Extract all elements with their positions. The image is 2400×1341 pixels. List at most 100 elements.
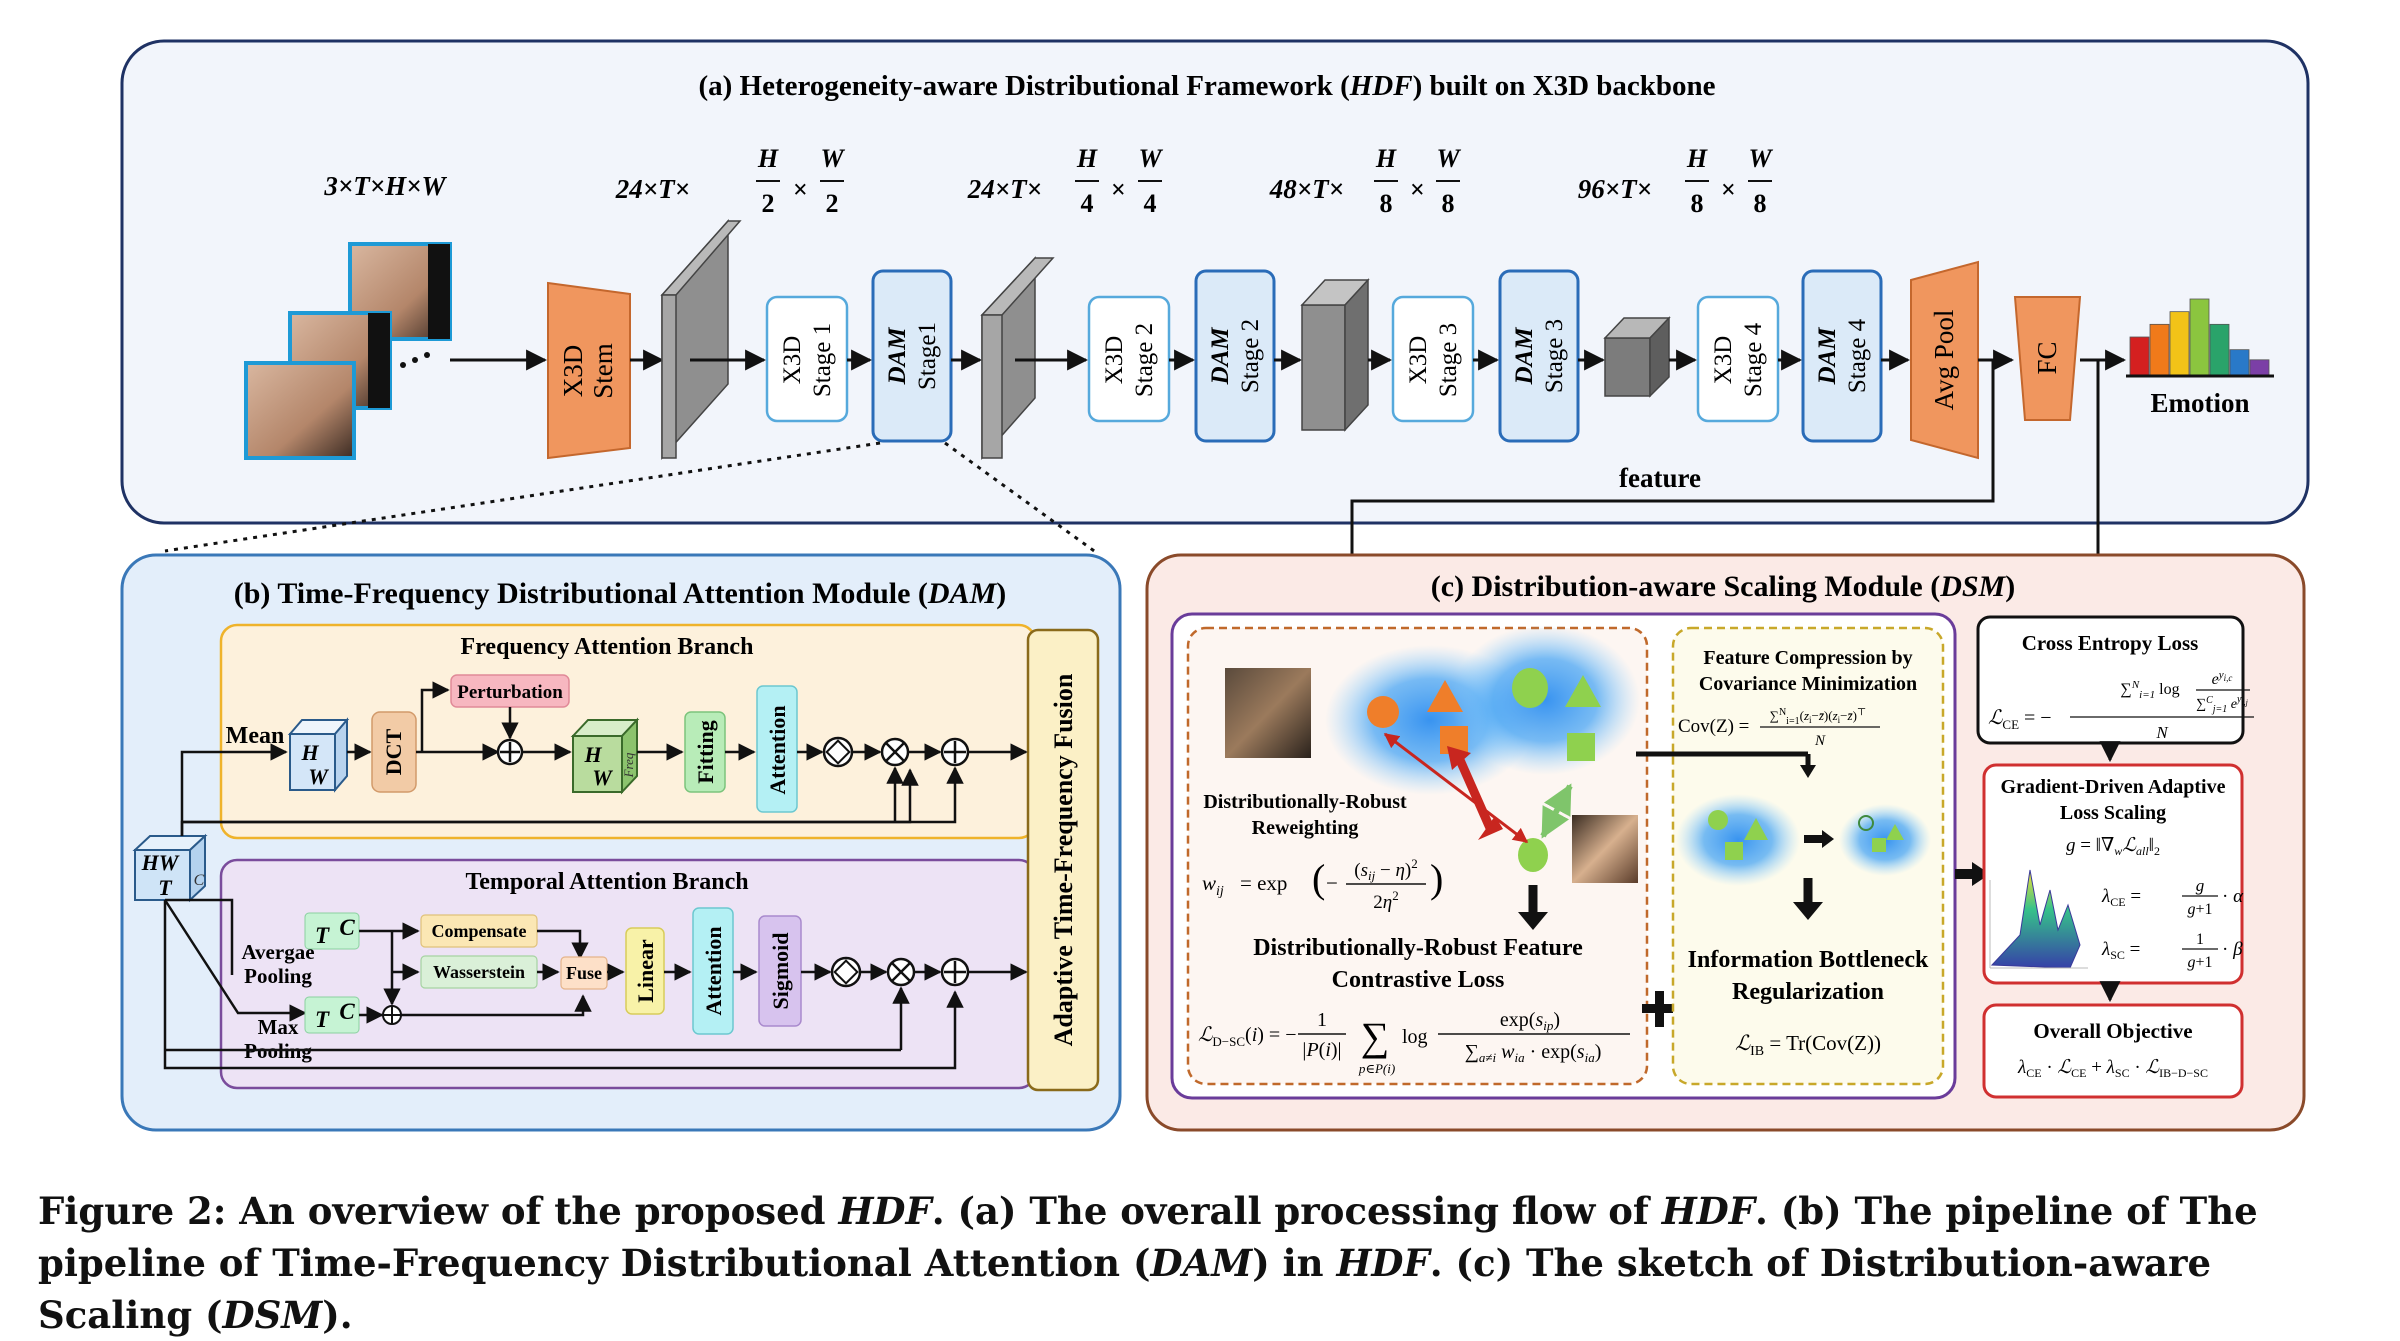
svg-text:Fuse: Fuse bbox=[566, 963, 602, 983]
overall-objective-box: Overall Objective λCE · ℒCE + λSC · ℒIB−… bbox=[1982, 1003, 2244, 1099]
svg-text:wij: wij bbox=[1202, 871, 1224, 899]
activation-node-temp bbox=[830, 956, 862, 988]
svg-text:Avg Pool: Avg Pool bbox=[1929, 310, 1959, 411]
compensate-block: Compensate bbox=[420, 914, 538, 948]
svg-text:T: T bbox=[158, 875, 173, 900]
dim-label-3: 48×T× H 8 × W 8 bbox=[1269, 144, 1462, 218]
fitting-block: Fitting bbox=[684, 711, 726, 793]
svg-text:H: H bbox=[300, 740, 319, 765]
svg-text:|P(i)|: |P(i)| bbox=[1302, 1039, 1341, 1061]
svg-text:H: H bbox=[757, 144, 779, 173]
frequency-branch-title: Frequency Attention Branch bbox=[461, 634, 754, 660]
fuse-block: Fuse bbox=[560, 956, 608, 990]
linear-block: Linear bbox=[625, 927, 665, 1015]
svg-text:∑Ni=1(zi−z̄)(zi−z̄)⊤: ∑Ni=1(zi−z̄)(zi−z̄)⊤ bbox=[1770, 707, 1867, 727]
svg-text:(sij − η)2: (sij − η)2 bbox=[1354, 856, 1417, 883]
svg-text:1: 1 bbox=[1317, 1009, 1327, 1031]
figure-caption: Figure 2: An overview of the proposed HD… bbox=[38, 1189, 2258, 1337]
svg-text:ℒD−SC(i) = −: ℒD−SC(i) = − bbox=[1198, 1024, 1296, 1049]
svg-text:∑a≠i wia · exp(sia): ∑a≠i wia · exp(sia) bbox=[1465, 1041, 1602, 1065]
stage-dam-4: DAM Stage 4 bbox=[1801, 269, 1883, 443]
svg-text:Stage1: Stage1 bbox=[914, 322, 941, 390]
svg-text:DAM: DAM bbox=[884, 327, 911, 386]
dim-label-1: 24×T× H 2 × W 2 bbox=[615, 144, 846, 218]
svg-text:H: H bbox=[1375, 144, 1397, 173]
emotion-bar bbox=[2149, 323, 2170, 376]
svg-text:2η2: 2η2 bbox=[1373, 888, 1398, 913]
dr-weight-formula: wij = exp ( − (sij − η)2 2η2 ) bbox=[1202, 856, 1443, 913]
x3d-stem-block: X3D Stem bbox=[547, 281, 631, 460]
svg-text:24×T×: 24×T× bbox=[615, 174, 690, 204]
compression-blobs bbox=[1676, 794, 1931, 886]
feature-map-3 bbox=[1300, 278, 1370, 432]
input-dim-label: 3×T×H×W bbox=[323, 171, 447, 201]
svg-text:ℒCE = −: ℒCE = − bbox=[1988, 707, 2052, 732]
svg-text:W: W bbox=[1138, 144, 1163, 173]
avg-pool-block: Avg Pool bbox=[1910, 260, 1979, 460]
add-node-freq-1 bbox=[496, 738, 524, 766]
face-thumb-2 bbox=[1572, 815, 1638, 883]
svg-text:X3D: X3D bbox=[779, 336, 806, 385]
input-cube: HW T C bbox=[132, 833, 208, 903]
svg-text:(: ( bbox=[1312, 856, 1325, 901]
svg-text:8: 8 bbox=[1691, 189, 1704, 218]
svg-text:log: log bbox=[1402, 1026, 1428, 1048]
svg-text:Stage 3: Stage 3 bbox=[1541, 319, 1568, 393]
svg-text:W: W bbox=[1436, 144, 1461, 173]
svg-text:Cov(Z) =: Cov(Z) = bbox=[1678, 716, 1749, 737]
svg-text:Perturbation: Perturbation bbox=[457, 682, 563, 703]
svg-text:8: 8 bbox=[1754, 189, 1767, 218]
emotion-bar bbox=[2129, 336, 2150, 376]
max-pooling-tc: T C bbox=[304, 996, 360, 1034]
temporal-branch-title: Temporal Attention Branch bbox=[465, 869, 748, 895]
feature-map-2 bbox=[980, 256, 1055, 460]
feature-map-1 bbox=[660, 219, 742, 460]
svg-text:W: W bbox=[1748, 144, 1773, 173]
face-thumb-1 bbox=[1225, 668, 1311, 758]
svg-text:Overall Objective: Overall Objective bbox=[2033, 1019, 2192, 1043]
mean-label: Mean bbox=[226, 723, 285, 749]
freq-input-cube: H W bbox=[287, 717, 350, 793]
svg-text:2: 2 bbox=[826, 189, 839, 218]
fc-block: FC bbox=[2013, 296, 2082, 421]
attention-block-temp: Attention bbox=[692, 907, 734, 1035]
svg-text:24×T×: 24×T× bbox=[967, 174, 1042, 204]
svg-text:8: 8 bbox=[1380, 189, 1393, 218]
svg-text:): ) bbox=[1430, 856, 1443, 901]
sigmoid-block: Sigmoid bbox=[758, 915, 802, 1027]
svg-text:λCE · ℒCE + λSC · ℒIB−D−SC: λCE · ℒCE + λSC · ℒIB−D−SC bbox=[2017, 1057, 2208, 1080]
svg-text:48×T×: 48×T× bbox=[1269, 174, 1344, 204]
svg-text:H: H bbox=[583, 742, 602, 767]
dim-label-2: 24×T× H 4 × W 4 bbox=[967, 144, 1164, 218]
svg-text:· β: · β bbox=[2222, 939, 2243, 960]
emotion-label: Emotion bbox=[2150, 388, 2249, 418]
svg-text:96×T×: 96×T× bbox=[1578, 174, 1652, 204]
svg-text:W: W bbox=[592, 765, 613, 790]
cov-formula: Cov(Z) = ∑Ni=1(zi−z̄)(zi−z̄)⊤ N bbox=[1678, 707, 1880, 749]
svg-text:Stage 1: Stage 1 bbox=[809, 323, 836, 397]
emotion-bar bbox=[2249, 359, 2270, 376]
svg-text:FC: FC bbox=[2032, 341, 2062, 374]
panel-c-title: (c) Distribution-aware Scaling Module (D… bbox=[1431, 570, 2015, 603]
avg-pooling-tc: T C bbox=[304, 912, 360, 950]
svg-text:= exp: = exp bbox=[1240, 871, 1287, 895]
cross-entropy-box: Cross Entropy Loss ℒCE = − ∑Ni=1 log eyi… bbox=[1976, 615, 2254, 745]
zoom-lines bbox=[164, 441, 1098, 555]
stage-dam-3: DAM Stage 3 bbox=[1498, 269, 1580, 443]
svg-text:Stage 4: Stage 4 bbox=[1844, 318, 1871, 393]
panel-b-title: (b) Time-Frequency Distributional Attent… bbox=[234, 577, 1007, 610]
add-node-freq-2 bbox=[940, 737, 970, 767]
svg-text:X3D: X3D bbox=[558, 345, 588, 398]
emotion-histogram bbox=[2126, 298, 2274, 378]
svg-text:p∈P(i): p∈P(i) bbox=[1358, 1061, 1395, 1076]
svg-text:DAM: DAM bbox=[1511, 327, 1538, 386]
feature-label: feature bbox=[1619, 463, 1701, 493]
svg-text:DAM: DAM bbox=[1207, 327, 1234, 386]
stage-x3d-1: X3D Stage 1 bbox=[765, 295, 849, 423]
svg-text:H: H bbox=[1686, 144, 1708, 173]
feature-map-4 bbox=[1603, 316, 1671, 398]
